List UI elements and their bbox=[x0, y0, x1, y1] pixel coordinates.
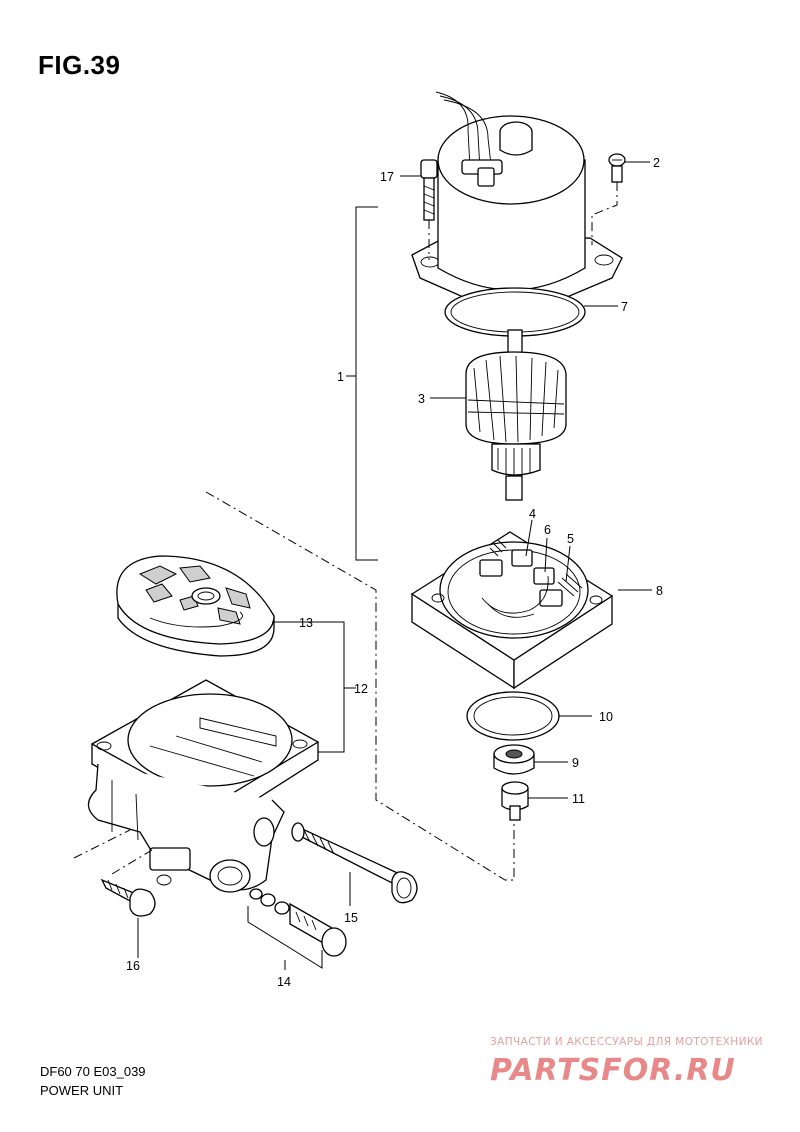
callout-6: 6 bbox=[544, 523, 551, 537]
callout-5: 5 bbox=[567, 532, 574, 546]
callout-10: 10 bbox=[599, 710, 613, 724]
o-ring-7 bbox=[444, 287, 586, 337]
watermark-logo: PARTSFOR.RU bbox=[490, 1053, 736, 1088]
o-ring-10 bbox=[466, 691, 560, 741]
callout-2: 2 bbox=[653, 156, 660, 170]
callout-16: 16 bbox=[126, 959, 140, 973]
armature-3 bbox=[465, 329, 567, 501]
callout-3: 3 bbox=[418, 392, 425, 406]
callout-4: 4 bbox=[529, 507, 536, 521]
bolt-15 bbox=[291, 822, 418, 904]
fitting-14 bbox=[249, 888, 347, 957]
callout-15: 15 bbox=[344, 911, 358, 925]
callout-17: 17 bbox=[380, 170, 394, 184]
motor-assembly bbox=[411, 91, 623, 305]
callout-1: 1 bbox=[337, 370, 344, 384]
figure-title: FIG.39 bbox=[38, 50, 121, 80]
filter-plate-13 bbox=[116, 555, 275, 657]
bushing-9 bbox=[493, 744, 535, 775]
screw-2 bbox=[608, 153, 626, 183]
watermark-tagline: ЗАПЧАСТИ И АКСЕССУАРЫ ДЛЯ МОТОТЕХНИКИ bbox=[490, 1036, 763, 1048]
bolt-17 bbox=[420, 159, 438, 221]
bolt-16 bbox=[100, 878, 156, 917]
figure-code: DF60 70 E03_039 bbox=[40, 1064, 146, 1079]
pump-housing-12 bbox=[87, 679, 320, 893]
coupling-11 bbox=[501, 781, 529, 821]
callout-11: 11 bbox=[572, 792, 585, 806]
callout-14: 14 bbox=[277, 975, 291, 989]
watermark-logo-text: PARTSFOR.RU bbox=[490, 1053, 736, 1088]
callout-7: 7 bbox=[621, 300, 628, 314]
callout-12: 12 bbox=[354, 682, 368, 696]
callout-9: 9 bbox=[572, 756, 579, 770]
callout-8: 8 bbox=[656, 584, 663, 598]
brush-holder-8 bbox=[410, 531, 614, 690]
callout-13: 13 bbox=[299, 616, 313, 630]
figure-name: POWER UNIT bbox=[40, 1083, 124, 1098]
